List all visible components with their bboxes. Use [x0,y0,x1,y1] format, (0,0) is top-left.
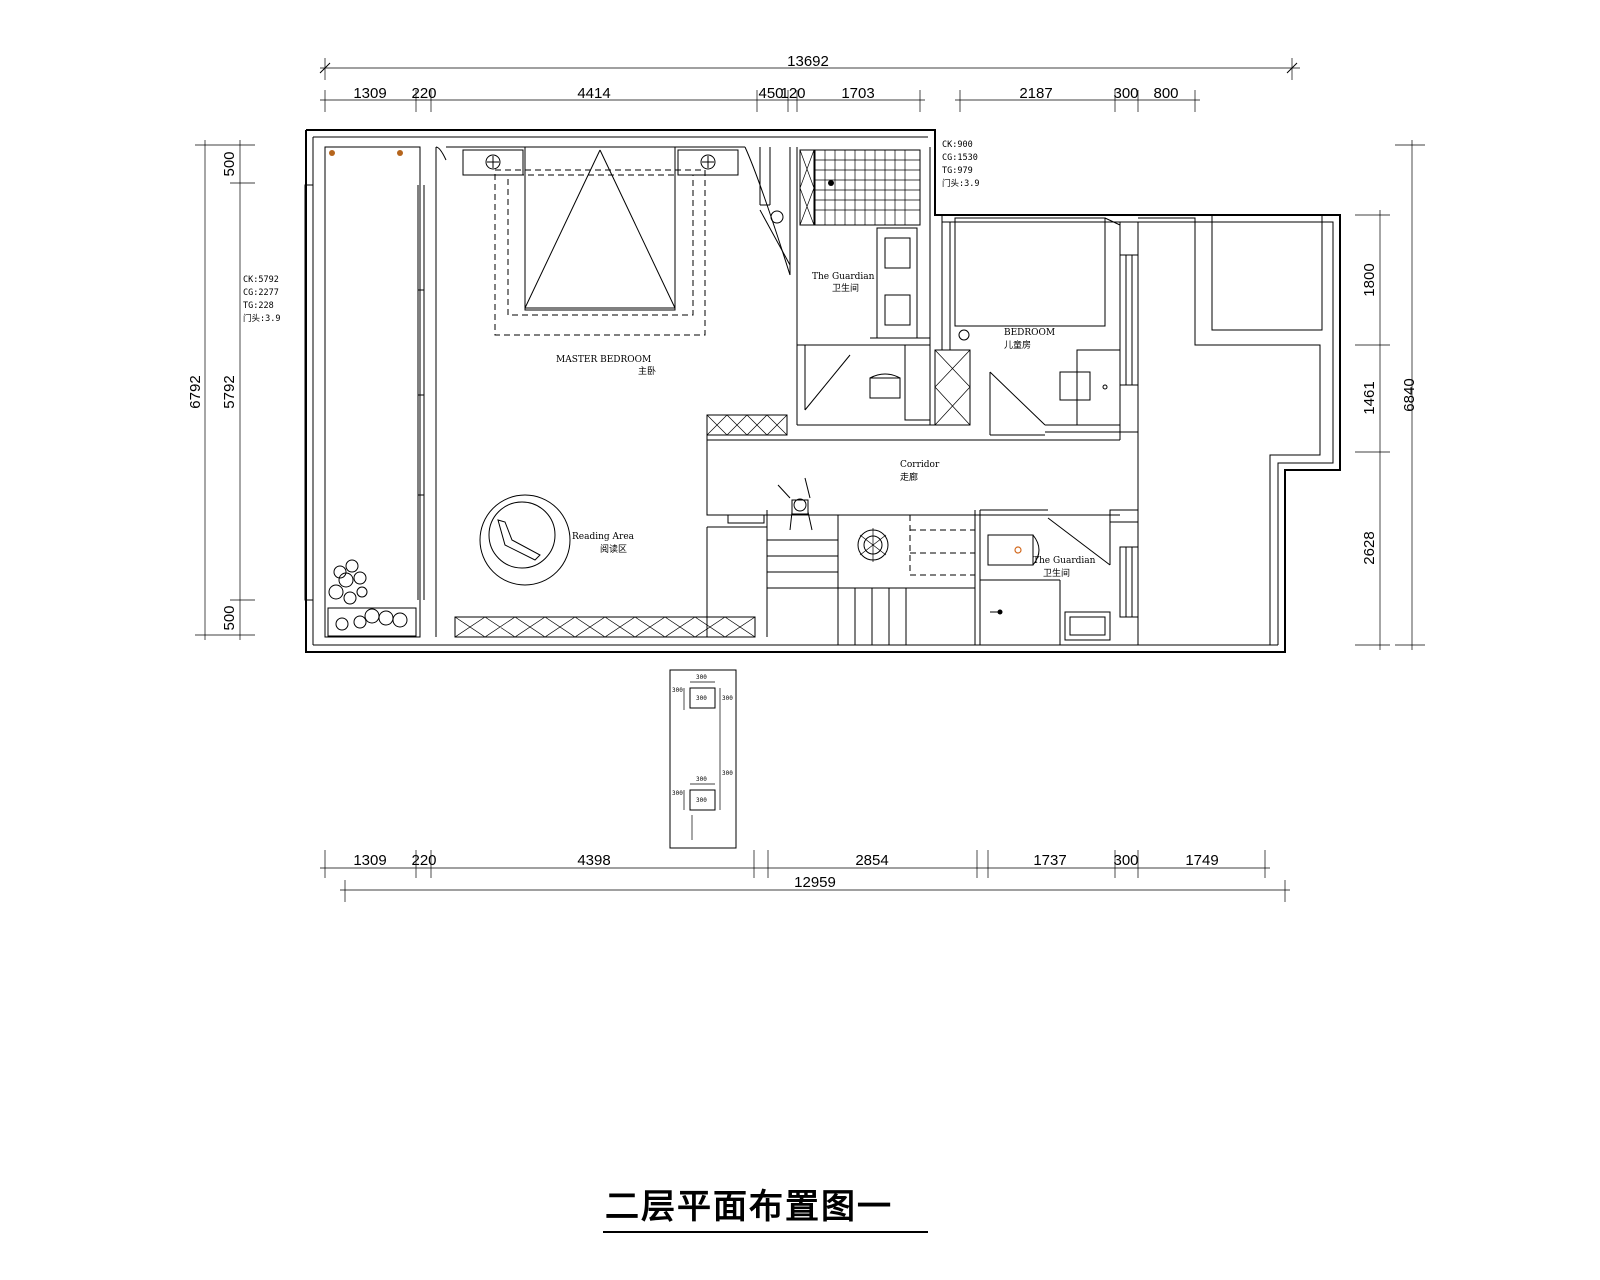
top-note-4: 门头:3.9 [942,178,979,189]
dim-top-seg-5: 120 [780,85,805,102]
left-note-3: TG:228 [243,301,274,311]
reading-area-label-cn: 阅读区 [600,543,627,555]
dim-top-right-1: 2187 [1019,85,1052,102]
dim-top-right-3: 800 [1153,85,1178,102]
master-wardrobe [454,616,756,638]
detail-label-6: 300 [672,790,683,797]
dim-bottom-seg-7: 1749 [1185,852,1218,869]
top-dimension-lines [319,58,1300,112]
guardian-1-label-cn: 卫生间 [832,282,859,294]
partition-wall [934,222,971,426]
master-bed [462,146,739,336]
dim-left-seg-1: 500 [221,151,238,176]
balcony-strip [304,146,425,638]
dim-top-seg-3: 4414 [577,85,610,102]
right-dimension-lines [1355,140,1425,650]
reading-chair [479,494,571,586]
left-note-2: CG:2277 [243,288,279,298]
person-figure [777,477,813,531]
top-note-3: TG:979 [942,166,973,176]
dim-bottom-seg-6: 300 [1113,852,1138,869]
dim-top-total: 13692 [787,53,829,70]
detail-label-7: 300 [696,797,707,804]
dim-bottom-seg-5: 1737 [1033,852,1066,869]
detail-label-5: 300 [696,776,707,783]
dim-bottom-seg-4: 2854 [855,852,888,869]
dim-bottom-seg-2: 220 [411,852,436,869]
dim-top-seg-6: 1703 [841,85,874,102]
master-bedroom-label-cn: 主卧 [638,365,656,377]
master-bedroom-walls [435,146,791,637]
master-bedroom-label-en: MASTER BEDROOM [556,355,651,365]
left-note-1: CK:5792 [243,275,279,285]
dim-top-seg-4: 450 [758,85,783,102]
corridor-label-cn: 走廊 [900,471,918,483]
corridor-label-en: Corridor [900,460,940,470]
detail-label-8: 300 [722,770,733,777]
dim-bottom-seg-1: 1309 [353,852,386,869]
right-storage-area [1137,214,1323,646]
guardian-2-label-cn: 卫生间 [1043,567,1070,579]
bedroom-label-cn: 儿童房 [1004,339,1031,351]
dim-right-total: 6840 [1401,378,1418,411]
reading-area-label-en: Reading Area [572,532,635,542]
dim-left-total: 6792 [187,375,204,408]
outer-walls [305,129,1341,653]
drawing-title: 二层平面布置图一 [605,1187,893,1227]
planter-shrubs [327,559,417,637]
detail-label-2: 300 [672,687,683,694]
left-dimension-lines [195,140,255,640]
guardian-1-label-en: The Guardian [812,272,875,282]
detail-label-4: 300 [722,695,733,702]
corridor-walls [706,414,1120,637]
dim-top-right-2: 300 [1113,85,1138,102]
dim-left-seg-2: 5792 [221,375,238,408]
dim-top-seg-1: 1309 [353,85,386,102]
dim-left-seg-3: 500 [221,605,238,630]
guardian-bathroom-1 [796,147,935,426]
left-note-4: 门头:3.9 [243,313,280,324]
dim-top-seg-2: 220 [411,85,436,102]
top-note-2: CG:1530 [942,153,978,163]
top-note-1: CK:900 [942,140,973,150]
dim-bottom-seg-3: 4398 [577,852,610,869]
guardian-2-label-en: The Guardian [1033,556,1096,566]
guardian-bathroom-2 [979,509,1139,645]
detail-label-3: 300 [696,695,707,702]
bottom-dimension-lines [320,850,1290,902]
bedroom-label-en: BEDROOM [1004,328,1055,338]
dim-bottom-total: 12959 [794,874,836,891]
detail-label-1: 300 [696,674,707,681]
staircase [767,510,976,645]
bedroom [954,217,1139,510]
dim-right-seg-1: 1800 [1361,263,1378,296]
detail-inset [669,669,737,849]
dim-right-seg-3: 2628 [1361,531,1378,564]
dim-right-seg-2: 1461 [1361,381,1378,414]
